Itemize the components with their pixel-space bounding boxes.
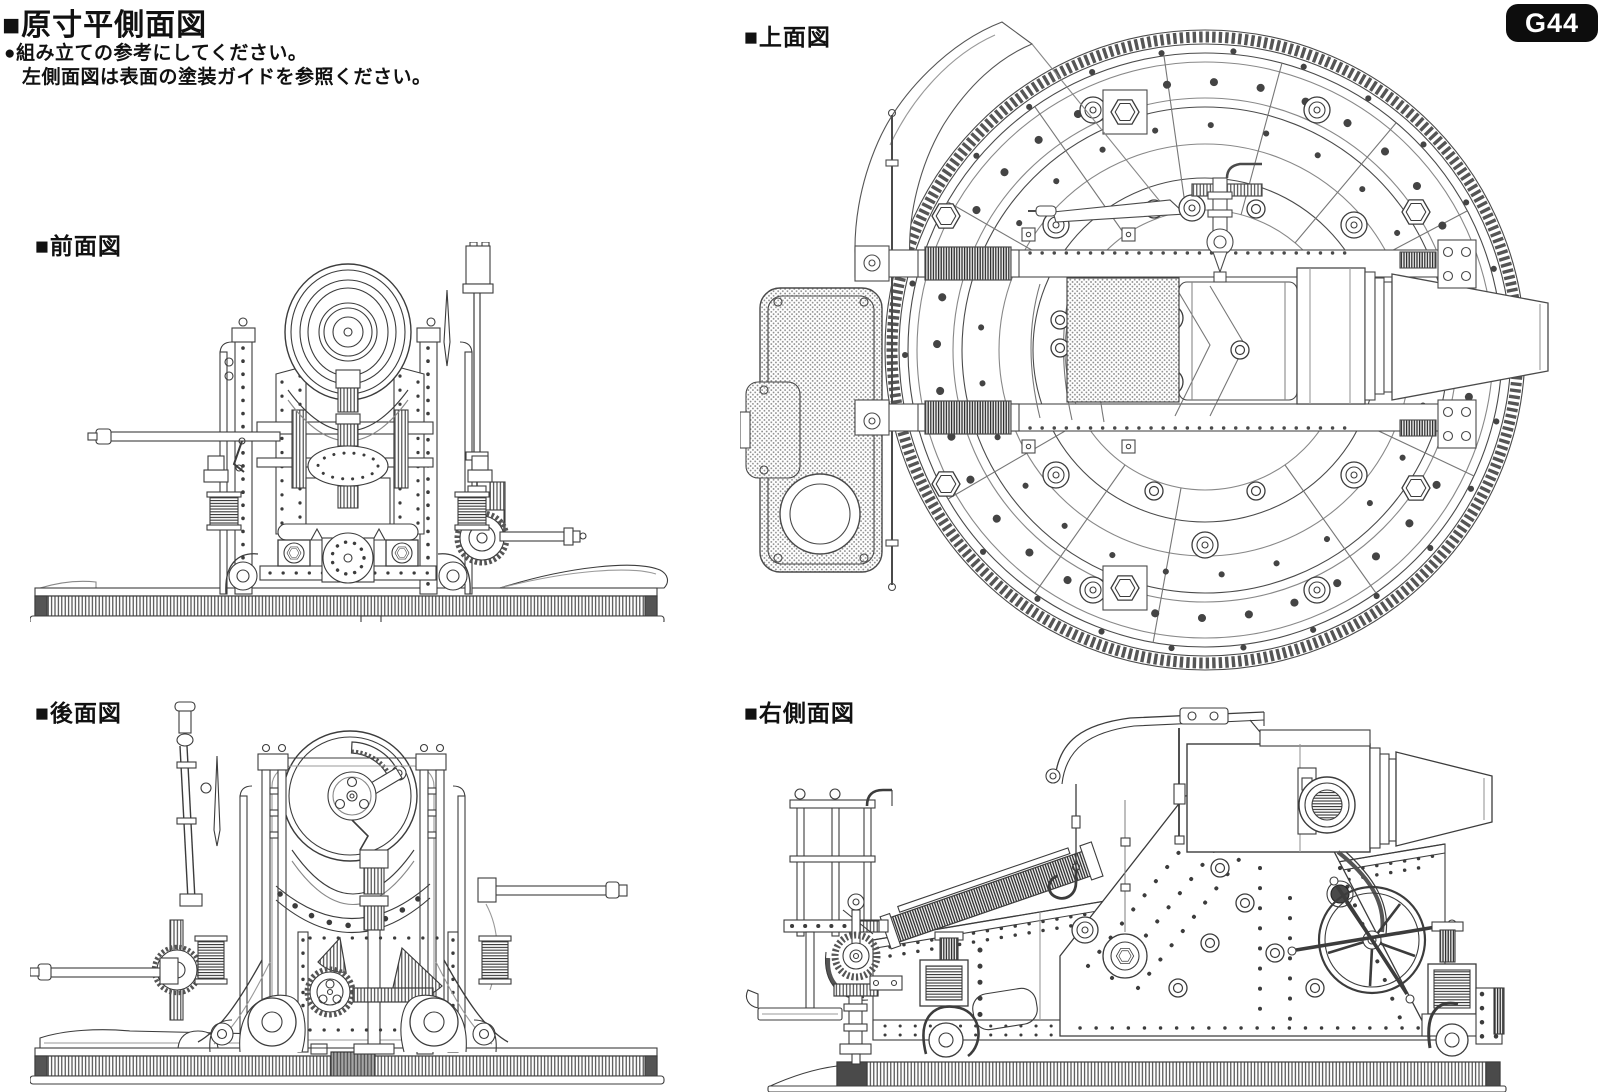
barrel-top: [1296, 239, 1549, 449]
elevating-screw: [353, 849, 395, 1055]
page-title: ■原寸平側面図: [2, 9, 208, 42]
left-stand: [745, 788, 903, 1065]
barrel: [1186, 729, 1493, 935]
note-line-2: 左側面図は表面の塗装ガイドを参照ください。: [22, 67, 432, 88]
page-code-text: G44: [1524, 7, 1580, 38]
carriage-frame: [239, 743, 466, 1049]
base-rack: [30, 564, 669, 622]
outrigger-rod: [885, 108, 899, 592]
page-code-badge: G44: [1506, 4, 1598, 42]
spring-cylinders: [194, 935, 512, 985]
front-view-label: ■前面図: [35, 233, 122, 259]
traverse-lever: [1028, 162, 1263, 283]
rollers: [197, 959, 509, 1053]
shield-wedge: [854, 21, 1168, 271]
top-view-drawing: [740, 21, 1549, 671]
note-line-1: ●組み立ての参考にしてください。: [4, 43, 308, 64]
rear-spring-tower: [1421, 921, 1505, 1057]
left-crank-gear: [30, 919, 203, 1021]
breech-circle: [282, 730, 418, 862]
front-view-drawing: [30, 242, 669, 622]
spring-cylinders: [203, 455, 493, 531]
carriage-rails: [854, 227, 1461, 454]
right-side-view-drawing: [745, 707, 1507, 1092]
right-side-view-label: ■右側面図: [744, 700, 855, 726]
elevation-handwheel: [1287, 876, 1457, 1004]
side-plate: [1059, 785, 1432, 1037]
base-rack: [30, 1029, 665, 1085]
elevating-screw: [307, 369, 389, 509]
top-view-label: ■上面図: [744, 24, 831, 50]
cradle-panels: [1030, 277, 1298, 423]
base-rack: [767, 1061, 1507, 1092]
left-crank-handle: [87, 428, 281, 473]
loading-platform: [740, 287, 883, 573]
rear-view-drawing: [30, 701, 665, 1085]
crane-arm: [1045, 707, 1265, 900]
rammer-mast: [174, 701, 221, 907]
front-spring-tower: [919, 931, 980, 1058]
lower-carriage: [225, 527, 471, 595]
rear-view-label: ■後面図: [35, 700, 122, 726]
